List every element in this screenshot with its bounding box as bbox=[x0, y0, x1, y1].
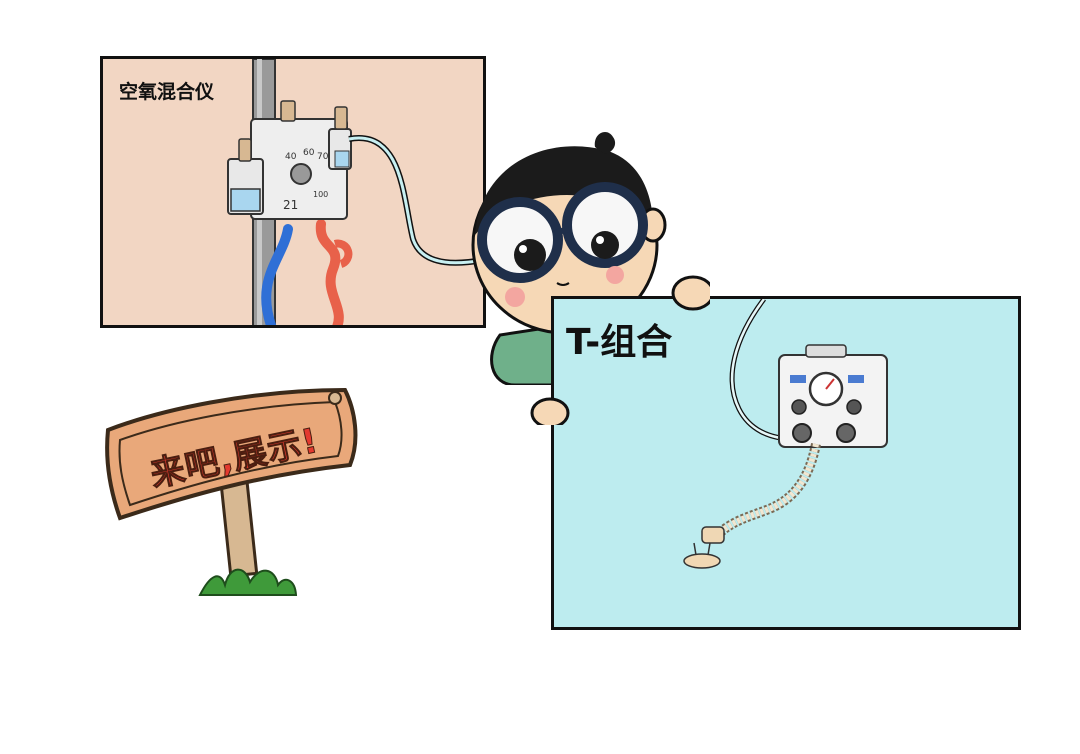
dial-marking: 21 bbox=[283, 198, 298, 212]
character-hands-icon bbox=[530, 275, 710, 425]
panel-t-piece: T-组合 bbox=[551, 296, 1021, 630]
wooden-sign-icon bbox=[105, 387, 358, 596]
dial-marking: 40 bbox=[285, 152, 297, 162]
dial-marking: 100 bbox=[313, 190, 328, 199]
mask-icon bbox=[683, 526, 725, 569]
dial-marking: 70 bbox=[317, 152, 329, 162]
panel-title-t-piece: T-组合 bbox=[566, 322, 673, 363]
t-piece-resuscitator-icon bbox=[683, 299, 888, 569]
blender-device-icon: 40 60 70 21 100 bbox=[227, 59, 483, 325]
panel-air-oxygen-blender: 空氧混合仪 40 60 70 21 100 bbox=[100, 56, 486, 328]
panel-title-blender: 空氧混合仪 bbox=[119, 81, 215, 103]
character-icon bbox=[471, 132, 667, 385]
dial-marking: 60 bbox=[303, 148, 315, 158]
